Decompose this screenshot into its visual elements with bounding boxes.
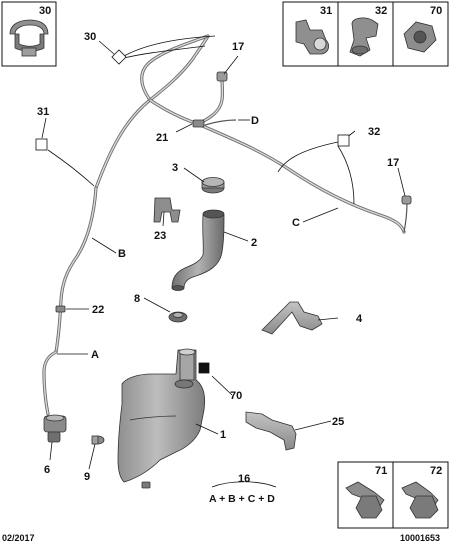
clip-31-icon bbox=[295, 19, 330, 55]
filler-neck bbox=[171, 209, 225, 291]
in-line-connector bbox=[55, 305, 66, 313]
inset-72-label: 72 bbox=[430, 465, 442, 477]
callout-22: 22 bbox=[92, 304, 104, 316]
inset-31-32-70: 31 32 70 bbox=[282, 1, 449, 67]
inset-71-72: 71 72 bbox=[337, 461, 449, 529]
hose-network bbox=[42, 34, 408, 416]
callout-6: 6 bbox=[44, 464, 50, 476]
footer-ref: 10001653 bbox=[400, 533, 440, 543]
location-markers bbox=[35, 49, 350, 374]
callout-23: 23 bbox=[154, 230, 166, 242]
inset-30-label: 30 bbox=[39, 5, 51, 17]
callout-4: 4 bbox=[356, 313, 363, 325]
callout-17-top: 17 bbox=[232, 41, 244, 53]
callout-d: D bbox=[251, 115, 259, 127]
callout-b: B bbox=[118, 248, 126, 260]
junction-connector bbox=[192, 119, 205, 128]
bracket-4 bbox=[261, 301, 323, 335]
inset-32-label: 32 bbox=[375, 5, 387, 17]
footer-date: 02/2017 bbox=[2, 533, 35, 543]
pump-seal bbox=[91, 435, 105, 445]
callout-25: 25 bbox=[332, 416, 344, 428]
callout-70: 70 bbox=[230, 390, 242, 402]
callout-32: 32 bbox=[368, 126, 380, 138]
kit-formula: A + B + C + D bbox=[209, 493, 275, 505]
callout-a: A bbox=[91, 349, 99, 361]
bracket-25 bbox=[245, 411, 297, 451]
leader-lines bbox=[41, 35, 406, 488]
grommet bbox=[168, 311, 188, 323]
callout-21: 21 bbox=[156, 132, 168, 144]
callout-9: 9 bbox=[84, 471, 90, 483]
nozzle-front bbox=[216, 71, 228, 82]
inset-70-label: 70 bbox=[430, 5, 442, 17]
bracket-23 bbox=[153, 197, 181, 223]
callout-8: 8 bbox=[134, 293, 140, 305]
callout-17-right: 17 bbox=[387, 157, 399, 169]
callout-3: 3 bbox=[172, 162, 178, 174]
callout-31: 31 bbox=[37, 106, 49, 118]
clip-32-icon bbox=[349, 17, 379, 57]
nut-70-icon bbox=[403, 21, 437, 53]
filler-cap bbox=[201, 177, 225, 194]
callout-c: C bbox=[292, 217, 300, 229]
callout-1: 1 bbox=[220, 429, 226, 441]
clip-30-icon bbox=[9, 19, 49, 57]
inset-31-label: 31 bbox=[320, 5, 332, 17]
callout-labels: 30 17 D 21 31 32 17 3 2 C 23 B 8 4 22 A … bbox=[37, 31, 399, 505]
callout-30: 30 bbox=[84, 31, 96, 43]
inset-30: 30 bbox=[1, 1, 57, 67]
inset-71-label: 71 bbox=[375, 465, 387, 477]
callout-2: 2 bbox=[251, 237, 257, 249]
bolt-71-icon bbox=[345, 481, 385, 519]
washer-pump bbox=[43, 414, 67, 443]
washer-reservoir bbox=[117, 348, 206, 489]
bolt-72-icon bbox=[401, 481, 439, 519]
nozzle-rear bbox=[401, 195, 412, 205]
callout-16: 16 bbox=[238, 473, 250, 485]
